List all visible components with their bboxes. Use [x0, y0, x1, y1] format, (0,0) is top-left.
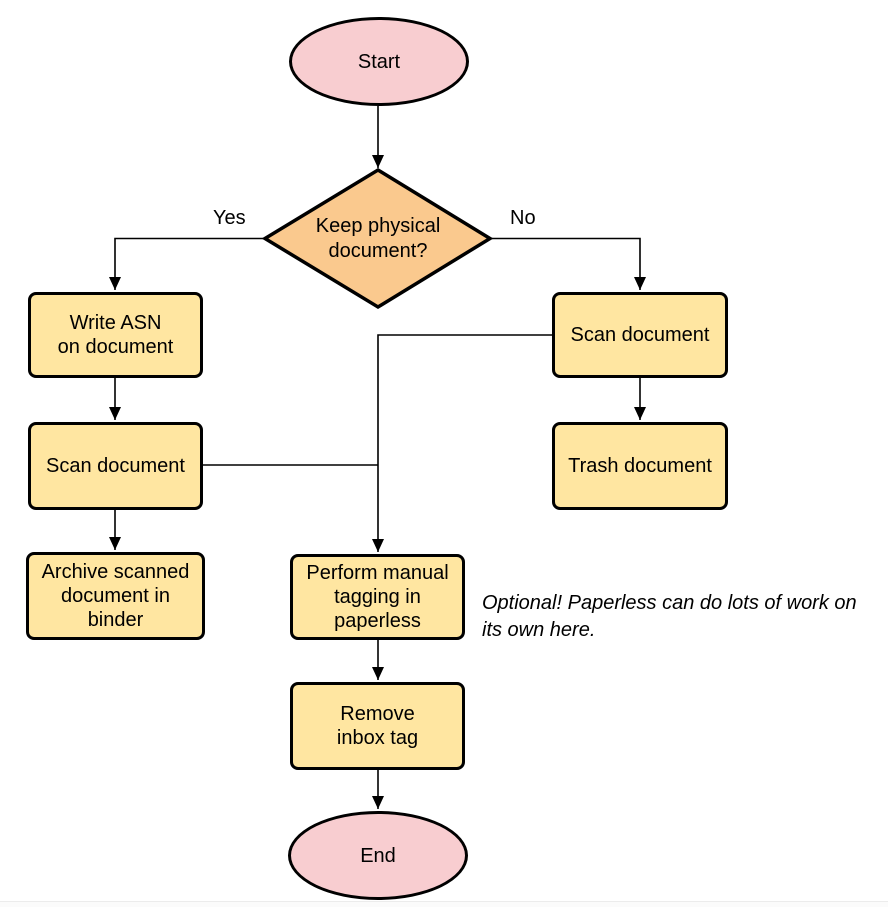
page-bottom-divider — [0, 901, 888, 907]
node-label-line: on document — [57, 336, 174, 358]
annotation-note: Optional! Paperless can do lots of work … — [482, 590, 884, 644]
node-label-line: paperless — [334, 610, 421, 632]
node-label-line: Archive scanned — [41, 561, 190, 583]
annotation-line: its own here. — [482, 619, 596, 641]
node-label-line: Write ASN — [69, 312, 162, 334]
node-archive-scanned-document: Archive scanned document in binder — [26, 552, 205, 640]
edge-decision-yes-to-write-asn — [109, 237, 265, 290]
node-label: End — [360, 844, 396, 867]
node-start: Start — [289, 17, 469, 106]
edge-scan-right-to-tagging — [372, 334, 552, 552]
node-label-line: Remove — [340, 703, 415, 725]
node-label: Start — [357, 50, 401, 73]
node-label-line: binder — [87, 609, 144, 631]
node-scan-document-left: Scan document — [28, 422, 203, 510]
node-label-line: Keep physical — [315, 215, 441, 237]
node-label: Scan document — [46, 455, 185, 477]
node-trash-document: Trash document — [552, 422, 728, 510]
node-label-line: tagging in — [334, 586, 421, 608]
edge-label-no: No — [508, 207, 538, 230]
annotation-line: Optional! Paperless can do lots of work … — [482, 592, 857, 614]
node-label: Scan document — [570, 324, 710, 346]
node-perform-manual-tagging: Perform manual tagging in paperless — [290, 554, 465, 640]
node-decision-label: Keep physical document? — [288, 212, 468, 266]
node-label-line: document in — [61, 585, 170, 607]
node-scan-document-right: Scan document — [552, 292, 728, 378]
edge-decision-no-to-scan-right — [490, 237, 646, 290]
edge-label-yes: Yes — [211, 207, 248, 230]
node-label-line: Perform manual — [306, 562, 449, 584]
node-label-line: inbox tag — [336, 727, 419, 749]
node-label: Trash document — [568, 455, 712, 477]
node-label-line: document? — [328, 240, 428, 262]
node-decision-shape — [261, 167, 494, 310]
node-write-asn: Write ASN on document — [28, 292, 203, 378]
node-end: End — [288, 811, 468, 900]
node-remove-inbox-tag: Remove inbox tag — [290, 682, 465, 770]
